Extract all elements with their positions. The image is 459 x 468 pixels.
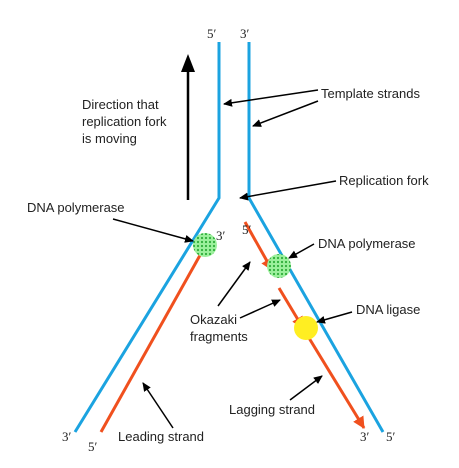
pointer-replication-fork — [239, 180, 337, 201]
pointer-ligase — [316, 311, 353, 324]
label-bottom-right-5prime: 5′ — [386, 429, 396, 444]
label-direction-line3: is moving — [82, 131, 137, 146]
pointer-template-left — [223, 89, 319, 107]
dna-polymerase-right-blob — [267, 254, 291, 278]
label-top-left-5prime: 5′ — [207, 26, 217, 41]
pointer-okazaki-1 — [217, 261, 251, 307]
label-okazaki-line1: Okazaki — [190, 312, 237, 327]
label-dna-polymerase-left: DNA polymerase — [27, 200, 125, 215]
dna-ligase-blob — [294, 316, 318, 340]
label-dna-polymerase-right: DNA polymerase — [318, 236, 416, 251]
dna-polymerase-left-blob — [193, 233, 217, 257]
leading-strand — [99, 240, 210, 433]
label-replication-fork: Replication fork — [339, 173, 429, 188]
label-mid-5prime: 5′ — [242, 222, 252, 237]
okazaki-fragment-1 — [243, 221, 274, 271]
pointer-polymerase-left — [112, 218, 194, 243]
okazaki-fragment-3 — [307, 337, 366, 429]
pointer-polymerase-right — [288, 243, 315, 259]
label-bottom-left-3prime: 3′ — [62, 429, 72, 444]
label-bottom-right-3prime: 3′ — [360, 429, 370, 444]
pointer-lagging-strand — [289, 375, 323, 401]
label-top-right-3prime: 3′ — [240, 26, 250, 41]
label-direction-line1: Direction that — [82, 97, 159, 112]
label-template-strands: Template strands — [321, 86, 420, 101]
pointer-okazaki-2 — [239, 299, 281, 319]
template-strand-left — [73, 42, 221, 433]
label-okazaki-line2: fragments — [190, 329, 248, 344]
label-dna-ligase: DNA ligase — [356, 302, 420, 317]
pointer-template-right — [252, 100, 319, 127]
label-direction-line2: replication fork — [82, 114, 167, 129]
label-bottom-left-5prime: 5′ — [88, 439, 98, 454]
template-strand-right — [247, 42, 385, 433]
label-lagging-strand: Lagging strand — [229, 402, 315, 417]
pointer-leading-strand — [142, 382, 174, 429]
label-mid-3prime: 3′ — [216, 228, 226, 243]
label-leading-strand: Leading strand — [118, 429, 204, 444]
direction-arrow-head — [181, 54, 195, 72]
